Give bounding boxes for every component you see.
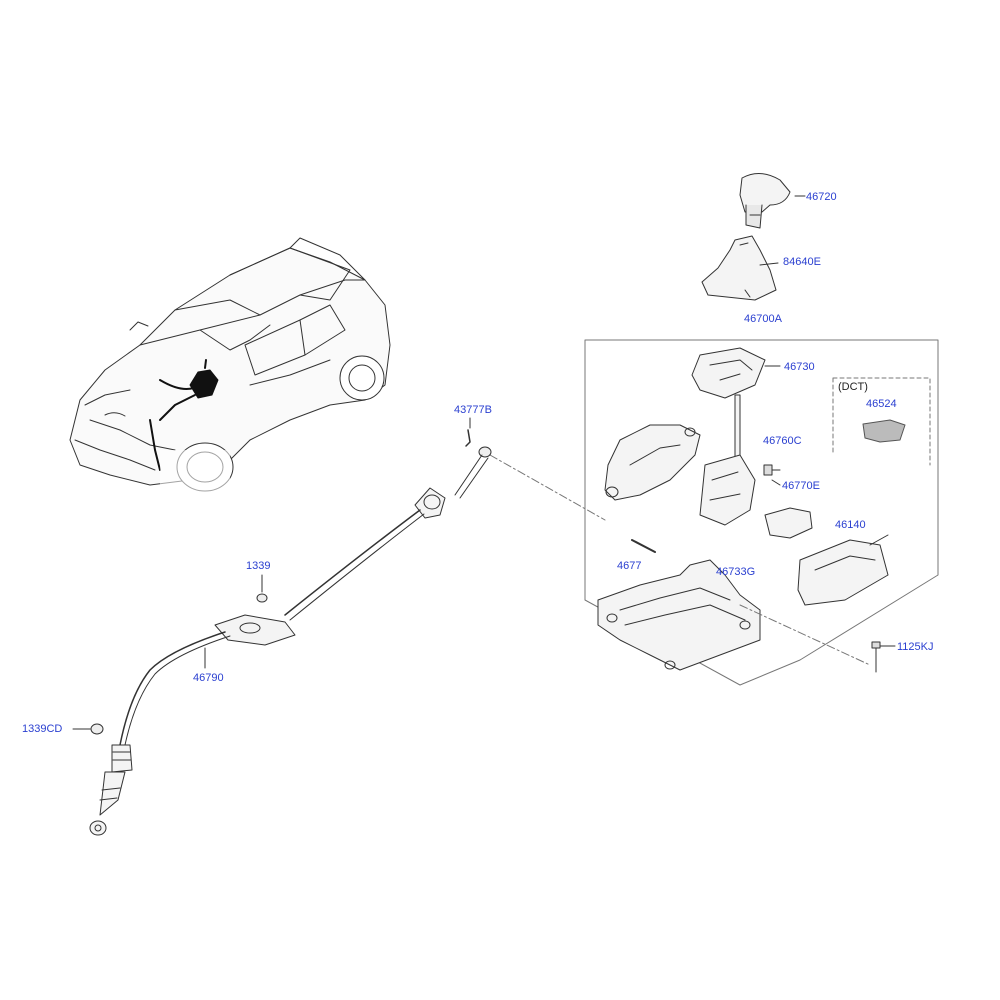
shift-boot-part [701, 235, 779, 301]
label-1339[interactable]: 1339 [246, 560, 271, 572]
label-84640e[interactable]: 84640E [783, 256, 821, 268]
label-46730[interactable]: 46730 [784, 361, 815, 373]
shift-cable-46790 [89, 446, 492, 836]
assembly-boundary [584, 339, 939, 686]
label-1125kj[interactable]: 1125KJ [897, 641, 934, 653]
label-46770e[interactable]: 46770E [782, 480, 820, 492]
nut-1339 [256, 574, 268, 603]
dct-part-46524 [862, 419, 906, 443]
shift-knob-part [739, 173, 806, 229]
clip-43777b [465, 417, 471, 447]
gate-bracket [604, 424, 701, 501]
part-46140 [797, 534, 889, 606]
label-46524[interactable]: 46524 [866, 398, 897, 410]
label-46760c[interactable]: 46760C [763, 435, 802, 447]
bolt-1125kj [871, 641, 896, 673]
vehicle-shifter-highlight [189, 369, 219, 399]
label-43777b[interactable]: 43777B [454, 404, 492, 416]
label-1339cd[interactable]: 1339CD [22, 723, 63, 735]
label-4677[interactable]: 4677 [617, 560, 642, 572]
shift-lever-assembly [699, 394, 756, 526]
part-46730 [691, 347, 781, 399]
label-46733g[interactable]: 46733G [716, 566, 756, 578]
part-46770e [764, 479, 813, 539]
label-46790[interactable]: 46790 [193, 672, 224, 684]
part-46760c [763, 464, 781, 476]
alignment-line [489, 454, 871, 666]
label-46140[interactable]: 46140 [835, 519, 866, 531]
part-4677-rod [631, 539, 656, 553]
label-46720[interactable]: 46720 [806, 191, 837, 203]
label-dct: (DCT) [838, 381, 868, 393]
shifter-base-46733g [597, 559, 761, 671]
nut-1339cd [72, 723, 104, 735]
label-46700a[interactable]: 46700A [744, 313, 782, 325]
dct-box [832, 377, 931, 466]
